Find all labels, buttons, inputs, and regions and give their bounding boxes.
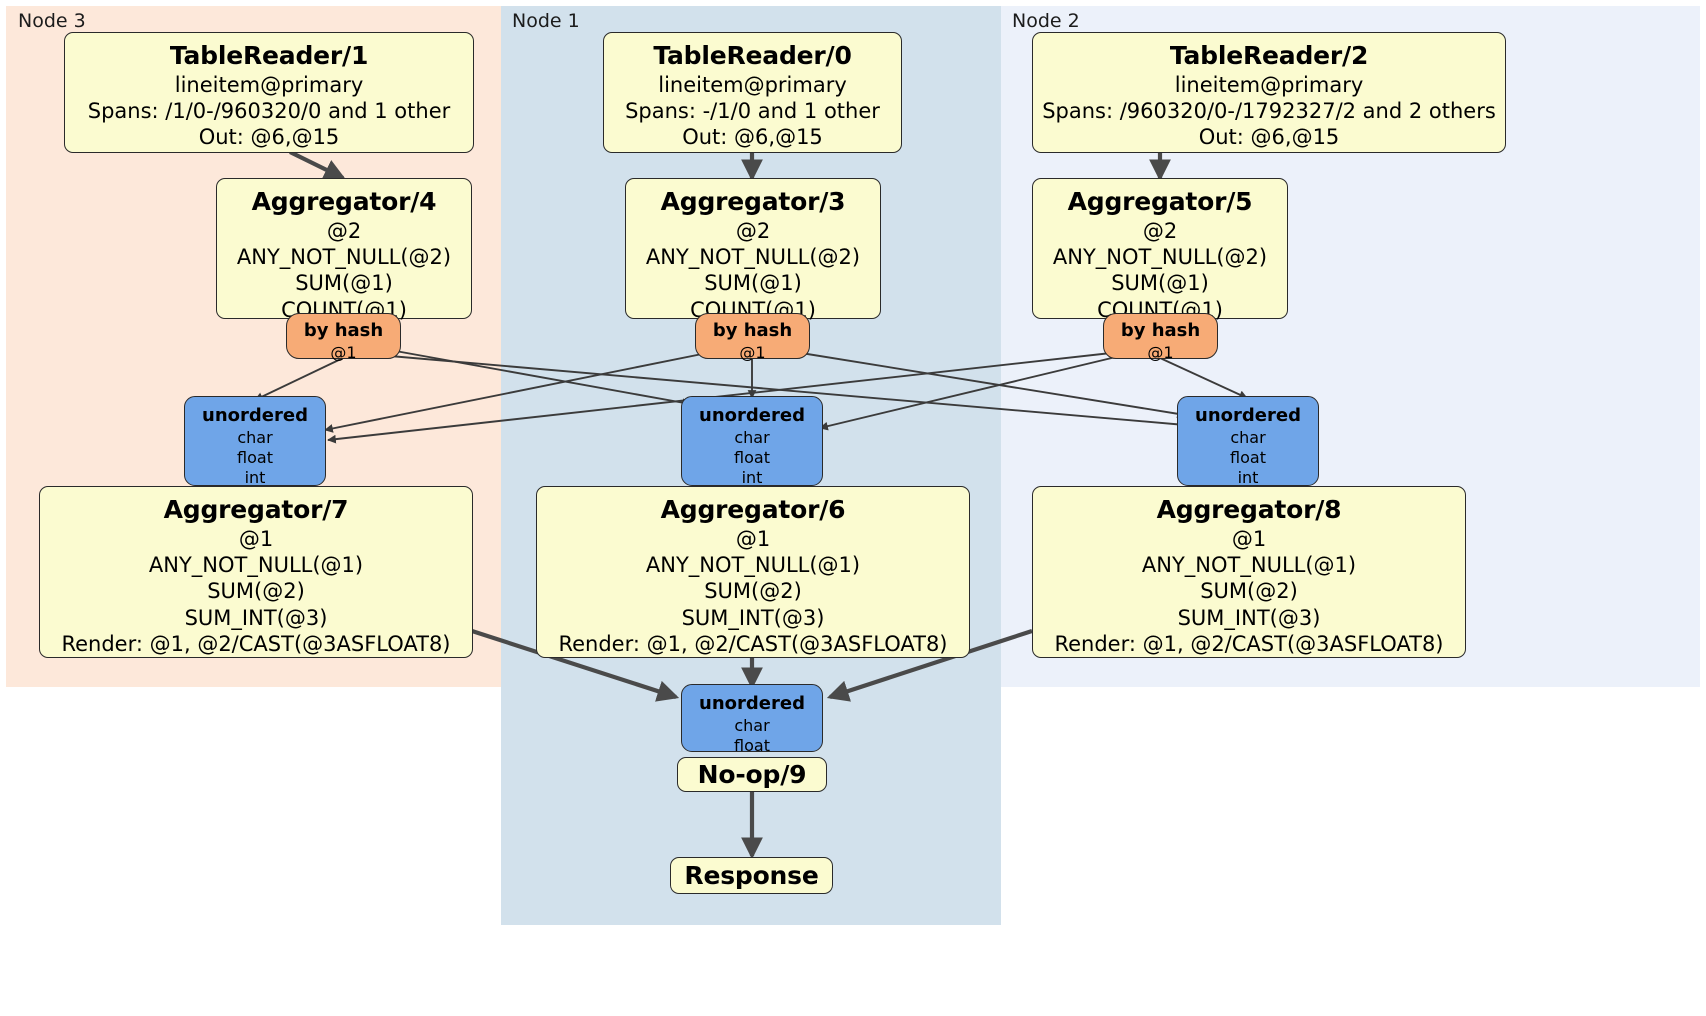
node-agg: SUM(@2): [1200, 579, 1298, 604]
node-group: @2: [1142, 218, 1178, 243]
receiver-type: char: [734, 427, 770, 447]
receiver-type: char: [1230, 427, 1266, 447]
node-group: @2: [735, 218, 771, 243]
receiver-type: float: [734, 735, 770, 755]
receiver-unordered-8[interactable]: unordered char float int: [1177, 396, 1319, 487]
node-agg: SUM_INT(@3): [1177, 605, 1321, 630]
node-title: Aggregator/4: [251, 187, 437, 216]
node-title: Aggregator/5: [1067, 187, 1253, 216]
receiver-title: unordered: [699, 405, 805, 426]
node-agg: SUM(@2): [207, 579, 305, 604]
receiver-title: unordered: [699, 693, 805, 714]
aggregator-8[interactable]: Aggregator/8 @1 ANY_NOT_NULL(@1) SUM(@2)…: [1032, 486, 1466, 658]
router-title: by hash: [712, 320, 793, 341]
receiver-unordered-final[interactable]: unordered char float: [681, 684, 823, 755]
node-title: TableReader/2: [1169, 41, 1369, 70]
table-reader-0[interactable]: TableReader/0 lineitem@primary Spans: -/…: [603, 32, 902, 153]
node-title: TableReader/1: [169, 41, 369, 70]
region-label-node-2: Node 2: [1012, 10, 1080, 32]
receiver-unordered-6[interactable]: unordered char float int: [681, 396, 823, 487]
receiver-title: unordered: [1195, 405, 1301, 426]
aggregator-3[interactable]: Aggregator/3 @2 ANY_NOT_NULL(@2) SUM(@1)…: [625, 178, 881, 322]
receiver-type: char: [734, 715, 770, 735]
node-spans: Spans: /1/0-/960320/0 and 1 other: [87, 98, 451, 123]
node-agg: ANY_NOT_NULL(@1): [645, 552, 861, 577]
aggregator-7[interactable]: Aggregator/7 @1 ANY_NOT_NULL(@1) SUM(@2)…: [39, 486, 473, 658]
node-table: lineitem@primary: [658, 72, 847, 97]
node-out: Out: @6,@15: [1198, 125, 1340, 150]
table-reader-2[interactable]: TableReader/2 lineitem@primary Spans: /9…: [1032, 32, 1506, 153]
node-title: Aggregator/3: [660, 187, 846, 216]
node-spans: Spans: -/1/0 and 1 other: [625, 98, 880, 123]
router-by-hash-5[interactable]: by hash @1: [1103, 313, 1218, 362]
region-label-node-1: Node 1: [512, 10, 580, 32]
node-spans: Spans: /960320/0-/1792327/2 and 2 others: [1042, 98, 1496, 123]
node-out: Out: @6,@15: [198, 125, 340, 150]
node-group: @1: [735, 526, 771, 551]
node-title: Response: [684, 861, 819, 890]
node-render: Render: @1, @2/CAST(@3ASFLOAT8): [61, 632, 451, 657]
node-out: Out: @6,@15: [682, 125, 823, 150]
node-title: Aggregator/8: [1156, 495, 1342, 524]
no-op-9[interactable]: No-op/9: [677, 757, 827, 792]
router-title: by hash: [303, 320, 384, 341]
aggregator-4[interactable]: Aggregator/4 @2 ANY_NOT_NULL(@2) SUM(@1)…: [216, 178, 472, 322]
node-title: No-op/9: [697, 760, 807, 789]
node-agg: SUM_INT(@3): [681, 605, 825, 630]
node-title: Aggregator/6: [660, 495, 846, 524]
router-title: by hash: [1120, 320, 1201, 341]
receiver-unordered-7[interactable]: unordered char float int: [184, 396, 326, 487]
receiver-type: float: [734, 447, 770, 467]
node-title: TableReader/0: [653, 41, 852, 70]
node-agg: SUM(@1): [1111, 271, 1209, 296]
receiver-type: float: [237, 447, 273, 467]
node-render: Render: @1, @2/CAST(@3ASFLOAT8): [558, 632, 948, 657]
node-group: @1: [1231, 526, 1267, 551]
router-detail: @1: [739, 342, 766, 362]
aggregator-5[interactable]: Aggregator/5 @2 ANY_NOT_NULL(@2) SUM(@1)…: [1032, 178, 1288, 322]
node-agg: ANY_NOT_NULL(@2): [236, 244, 452, 269]
node-agg: ANY_NOT_NULL(@2): [645, 244, 861, 269]
receiver-type: int: [741, 467, 763, 487]
table-reader-1[interactable]: TableReader/1 lineitem@primary Spans: /1…: [64, 32, 474, 153]
node-agg: SUM(@1): [295, 271, 393, 296]
region-label-node-3: Node 3: [18, 10, 86, 32]
router-detail: @1: [1147, 342, 1174, 362]
node-group: @2: [326, 218, 362, 243]
receiver-type: int: [1237, 467, 1259, 487]
node-table: lineitem@primary: [1174, 72, 1364, 97]
node-agg: SUM_INT(@3): [184, 605, 328, 630]
receiver-title: unordered: [202, 405, 308, 426]
node-render: Render: @1, @2/CAST(@3ASFLOAT8): [1054, 632, 1444, 657]
receiver-type: int: [244, 467, 266, 487]
aggregator-6[interactable]: Aggregator/6 @1 ANY_NOT_NULL(@1) SUM(@2)…: [536, 486, 970, 658]
router-detail: @1: [330, 342, 357, 362]
receiver-type: char: [237, 427, 273, 447]
node-group: @1: [238, 526, 274, 551]
node-table: lineitem@primary: [174, 72, 364, 97]
node-agg: SUM(@2): [704, 579, 802, 604]
node-agg: SUM(@1): [704, 271, 802, 296]
router-by-hash-4[interactable]: by hash @1: [286, 313, 401, 362]
router-by-hash-3[interactable]: by hash @1: [695, 313, 810, 362]
node-title: Aggregator/7: [163, 495, 349, 524]
node-agg: ANY_NOT_NULL(@2): [1052, 244, 1268, 269]
node-agg: ANY_NOT_NULL(@1): [1141, 552, 1357, 577]
node-agg: ANY_NOT_NULL(@1): [148, 552, 364, 577]
receiver-type: float: [1230, 447, 1266, 467]
response-node[interactable]: Response: [670, 857, 833, 894]
